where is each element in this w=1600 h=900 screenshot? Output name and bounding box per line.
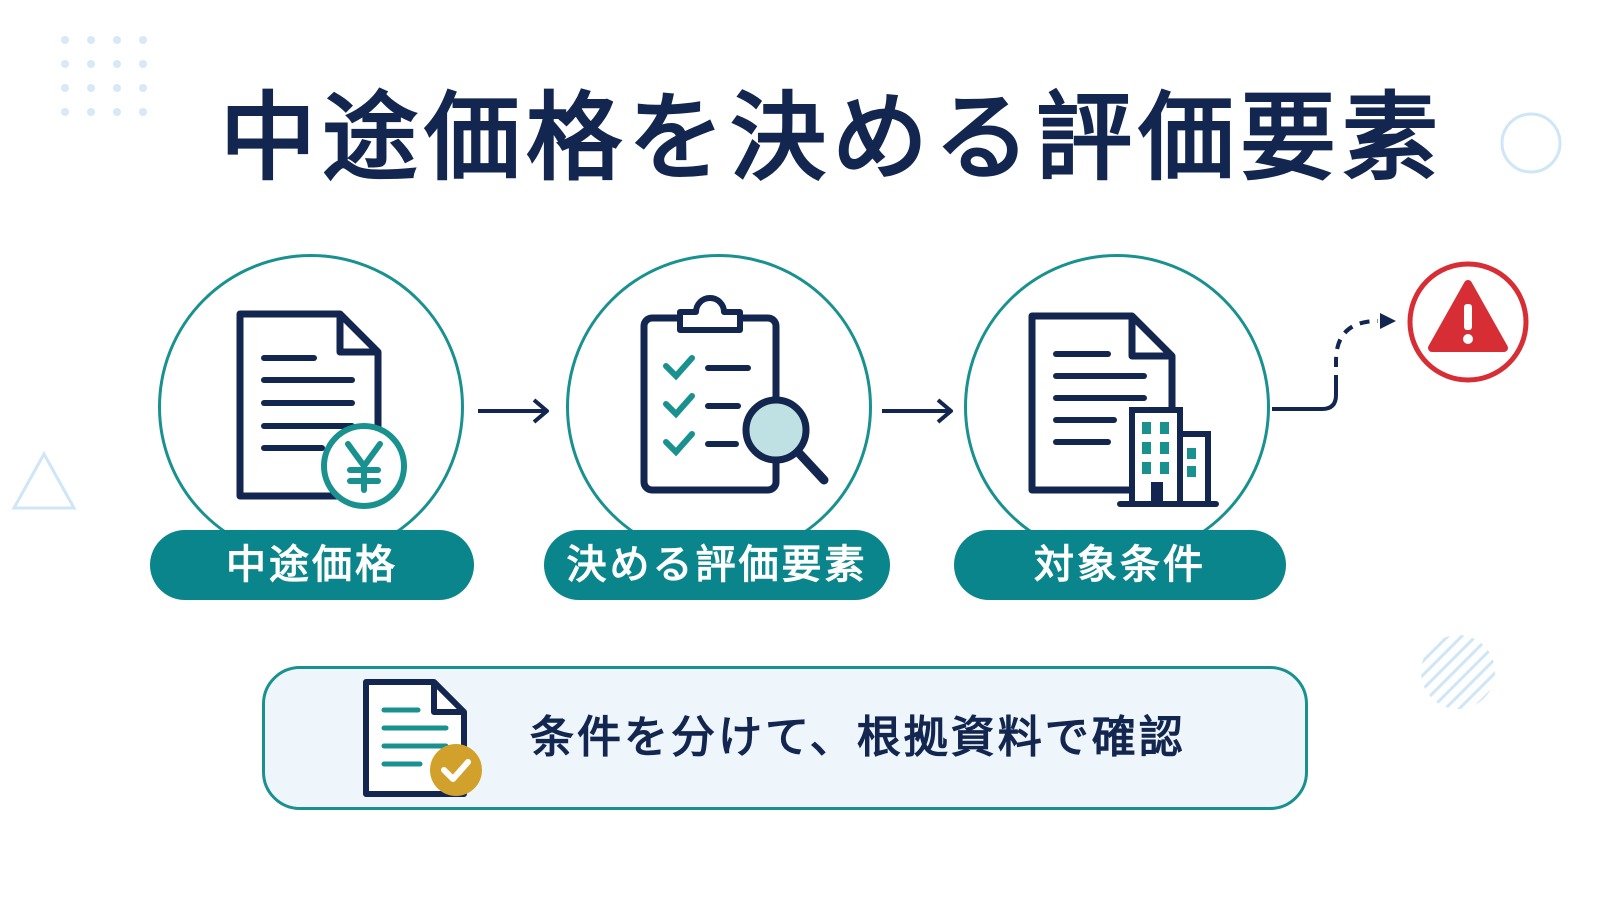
yen-document-icon xyxy=(236,310,407,509)
note-text: 条件を分けて、根拠資料で確認 xyxy=(530,712,1186,763)
triangle-decoration xyxy=(11,450,77,510)
step-3-label: 対象条件 xyxy=(954,530,1286,600)
ring-decoration xyxy=(1500,112,1562,174)
step-2-label: 決める評価要素 xyxy=(544,530,890,600)
arrow-right-icon xyxy=(882,398,953,424)
page-title: 中途価格を決める評価要素 xyxy=(220,82,1444,194)
arrow-right-icon xyxy=(478,398,549,424)
clipboard-search-icon xyxy=(640,295,829,494)
document-check-icon xyxy=(363,679,482,797)
striped-circle-decoration xyxy=(1421,635,1495,709)
warning-icon xyxy=(1407,261,1529,383)
dashed-connector xyxy=(1272,313,1396,411)
document-building-icon xyxy=(1028,312,1219,507)
dot-grid-decoration xyxy=(61,36,147,116)
step-1-circle xyxy=(158,254,464,560)
step-1-label: 中途価格 xyxy=(150,530,474,600)
